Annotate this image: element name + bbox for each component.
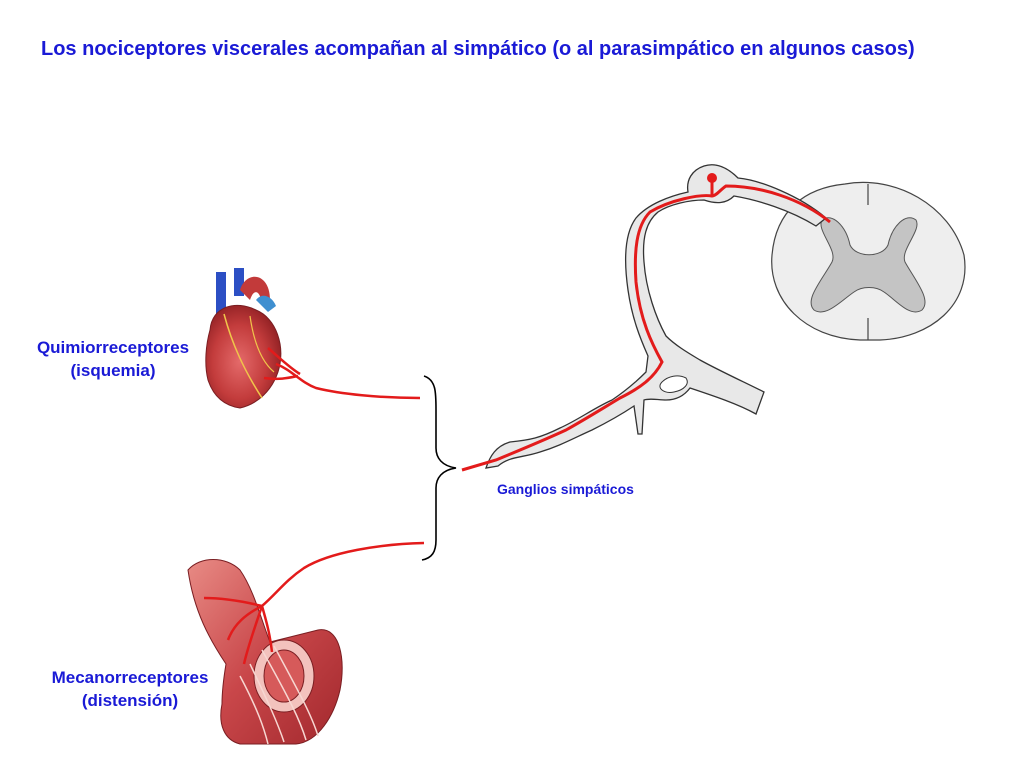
spinal-nerve [485, 164, 828, 469]
chemoreceptors-subtitle: (isquemia) [70, 361, 156, 380]
slide-title: Los nociceptores viscerales acompañan al… [41, 38, 915, 60]
sympathetic-ganglia-label: Ganglios simpáticos [497, 481, 634, 497]
mechanoreceptors-label: Mecanorreceptores (distensión) [30, 666, 230, 712]
spinal-cord-grey-matter [810, 217, 926, 313]
heart-illustration [205, 268, 282, 409]
chemoreceptors-title: Quimiorreceptores [36, 338, 190, 357]
intestine-nerves [203, 541, 425, 665]
chemoreceptors-label: Quimiorreceptores (isquemia) [20, 336, 206, 382]
brace [421, 375, 457, 561]
sensory-fiber [461, 182, 831, 472]
mechanoreceptors-title: Mecanorreceptores [51, 668, 209, 687]
heart-nerves [263, 347, 421, 400]
intestine-illustration [187, 559, 343, 745]
mechanoreceptors-subtitle: (distensión) [81, 691, 179, 710]
dorsal-root-ganglion-cell [707, 173, 717, 183]
